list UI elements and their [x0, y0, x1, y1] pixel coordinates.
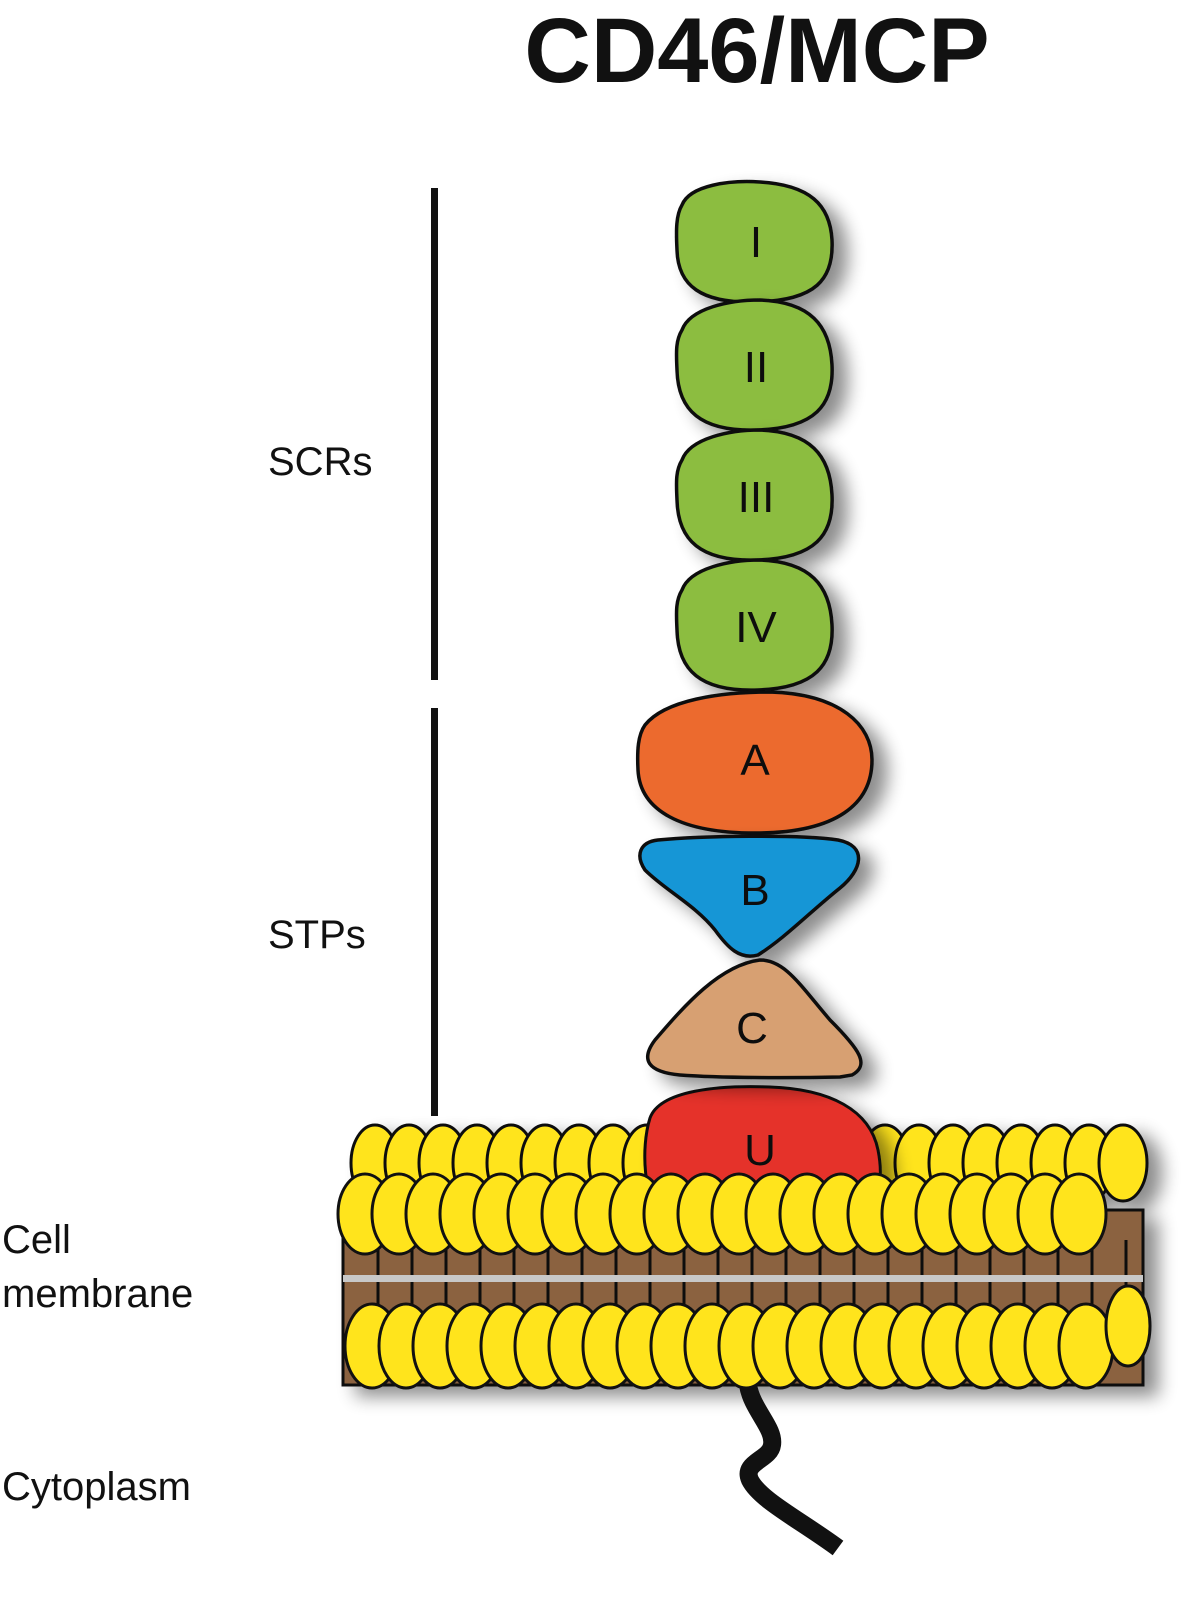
domain-stp-a: A	[635, 690, 874, 835]
domain-scr-3-label: III	[738, 473, 775, 522]
stps-bracket-line	[431, 708, 438, 1116]
domain-stp-b-label: B	[740, 866, 769, 915]
domain-stp-a-label: A	[740, 736, 770, 785]
scrs-bracket-line	[431, 188, 438, 680]
domain-scr-4: IV	[674, 558, 834, 692]
cell-membrane-label-line2: membrane	[2, 1272, 193, 1316]
domain-stp-c: C	[645, 958, 863, 1080]
lipid-head	[1104, 1284, 1152, 1368]
scrs-label: SCRs	[268, 440, 372, 484]
stps-label: STPs	[268, 913, 366, 957]
lower-leaflet-heads	[343, 1284, 1152, 1390]
domain-scr-3: III	[674, 428, 834, 562]
diagram-title: CD46/MCP	[524, 0, 989, 102]
lipid-head	[1057, 1302, 1115, 1390]
domain-scr-2: II	[674, 298, 834, 432]
domain-scr-4-label: IV	[735, 603, 777, 652]
bilayer-midline	[343, 1275, 1143, 1282]
cytoplasm-label: Cytoplasm	[2, 1465, 191, 1509]
domain-scr-1-label: I	[750, 218, 762, 267]
cell-membrane-label-line1: Cell	[2, 1218, 71, 1262]
lipid-head	[1050, 1172, 1108, 1256]
lipid-head	[1097, 1123, 1149, 1203]
cytoplasmic-tail	[739, 1382, 844, 1556]
domain-scr-2-label: II	[744, 343, 768, 392]
domain-scr-1: I	[674, 179, 834, 304]
domain-stp-c-label: C	[736, 1004, 768, 1053]
domain-stp-b: B	[638, 834, 861, 958]
domain-u-label: U	[744, 1126, 776, 1175]
upper-leaflet-front-heads	[336, 1172, 1108, 1256]
